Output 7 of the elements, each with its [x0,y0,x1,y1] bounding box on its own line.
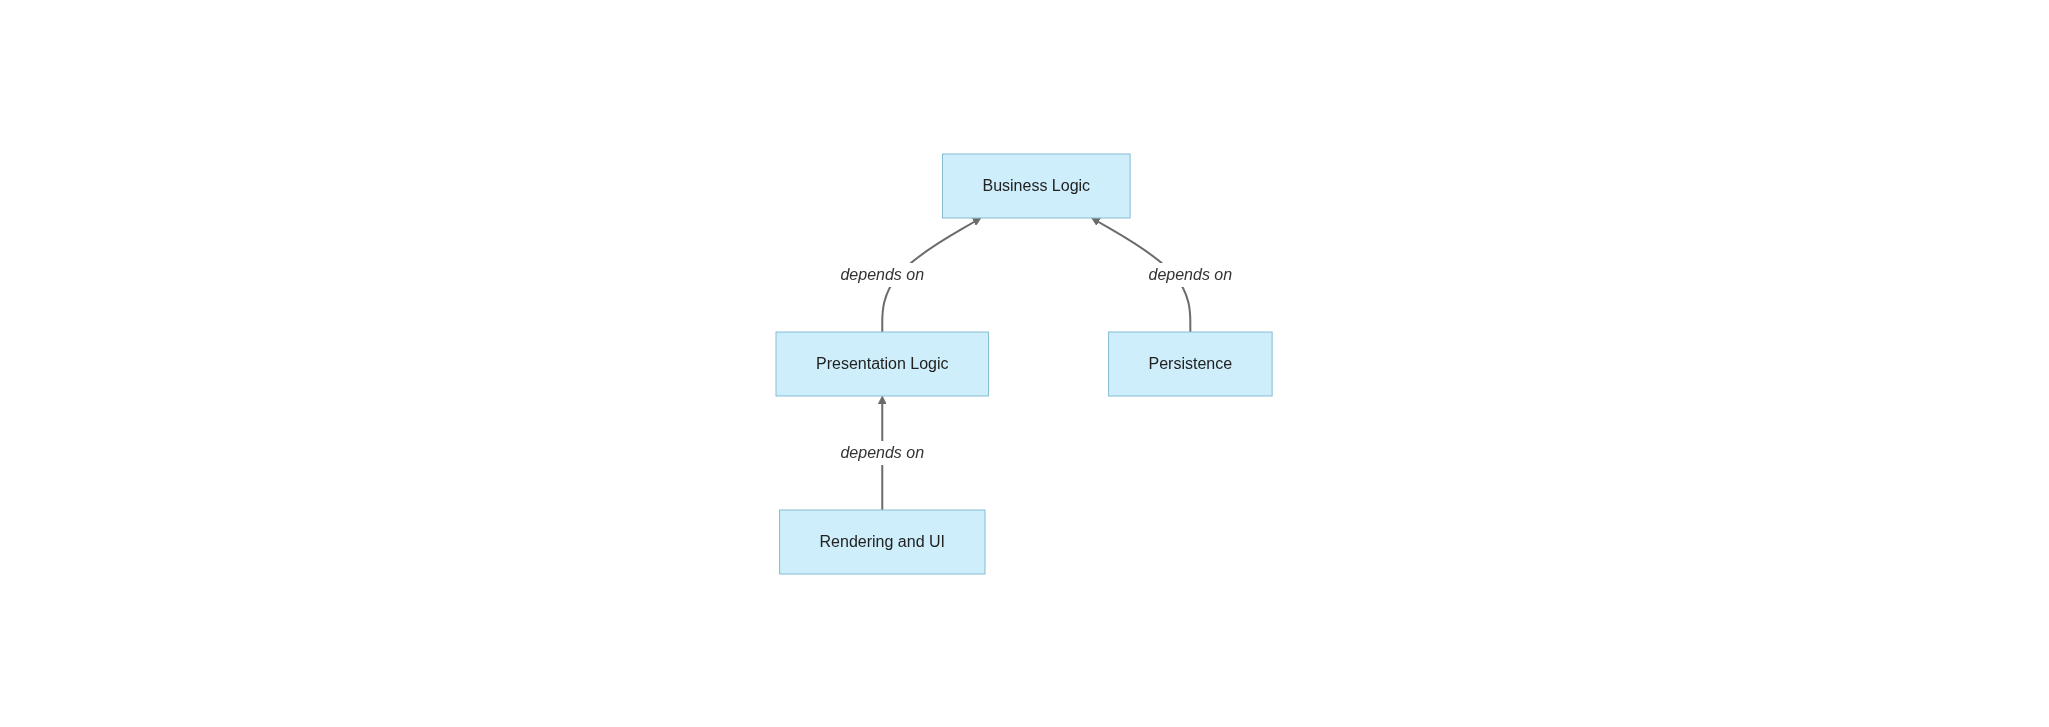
edge-label: depends on [1148,265,1233,283]
node-box: Business Logic [942,153,1132,218]
node-box: Rendering and UI [779,509,986,574]
node-box: Presentation Logic [775,331,990,396]
node-box: Persistence [1108,331,1274,396]
edge-label: depends on [840,443,925,461]
edge-label: depends on [840,265,925,283]
